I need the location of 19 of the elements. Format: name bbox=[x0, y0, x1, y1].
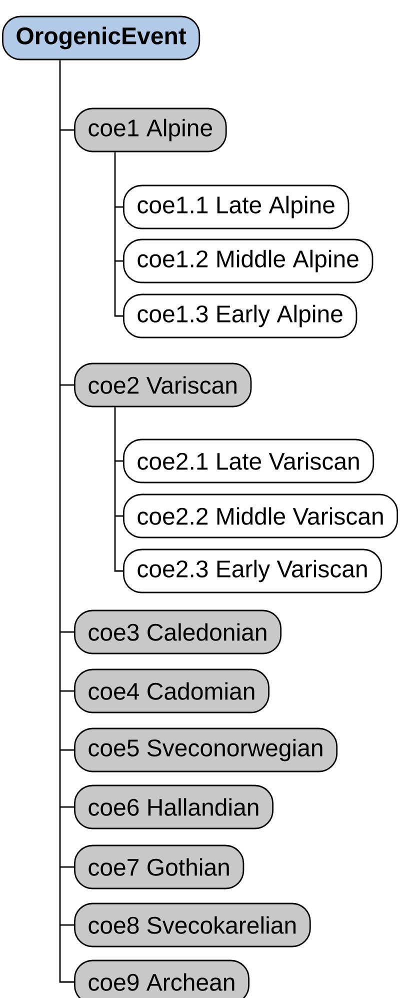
subcategory-box: coe2.2 Middle Variscan bbox=[123, 494, 398, 538]
subcategory-box: coe1.3 Early Alpine bbox=[123, 294, 358, 338]
category-box: coe2 Variscan bbox=[74, 362, 252, 408]
subcategory-box: coe1.2 Middle Alpine bbox=[123, 238, 374, 284]
subcategory-box: coe1.1 Late Alpine bbox=[123, 184, 350, 230]
root-box: OrogenicEvent bbox=[2, 16, 200, 60]
subcategory-box: coe2.1 Late Variscan bbox=[123, 438, 374, 484]
category-box: coe8 Svecokarelian bbox=[74, 902, 311, 948]
category-box: coe1 Alpine bbox=[74, 108, 227, 152]
tree-connector bbox=[114, 152, 123, 317]
category-box: coe3 Caledonian bbox=[74, 610, 282, 654]
category-box: coe6 Hallandian bbox=[74, 784, 274, 830]
category-box: coe5 Sveconorwegian bbox=[74, 728, 338, 772]
tree-connector bbox=[114, 407, 123, 572]
category-box: coe4 Cadomian bbox=[74, 668, 270, 714]
tree-connector bbox=[59, 60, 74, 983]
subcategory-box: coe2.3 Early Variscan bbox=[123, 548, 382, 594]
category-box: coe7 Gothian bbox=[74, 844, 244, 890]
category-box: coe9 Archean bbox=[74, 960, 250, 998]
